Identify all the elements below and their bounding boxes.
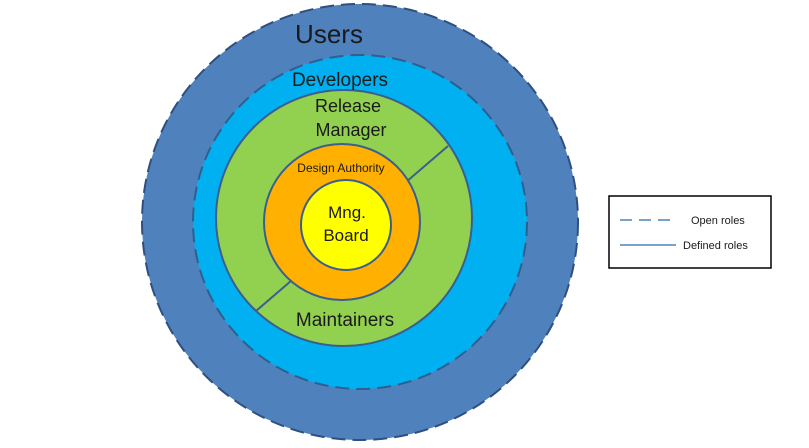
mng-board-label-line2: Board [323, 226, 368, 245]
design-authority-label: Design Authority [297, 161, 384, 175]
maintainers-label: Maintainers [296, 310, 394, 331]
defined-roles-label: Defined roles [683, 240, 748, 252]
legend: Open roles Defined roles [608, 195, 772, 269]
release-manager-label-line1: Release [315, 96, 381, 116]
open-roles-label: Open roles [691, 215, 745, 227]
legend-box [608, 195, 772, 269]
mng-board-circle [300, 179, 392, 271]
mng-board-label-line1: Mng. [328, 203, 366, 222]
users-label: Users [295, 19, 363, 49]
release-manager-label-line2: Manager [315, 120, 386, 140]
developers-label: Developers [292, 70, 388, 91]
